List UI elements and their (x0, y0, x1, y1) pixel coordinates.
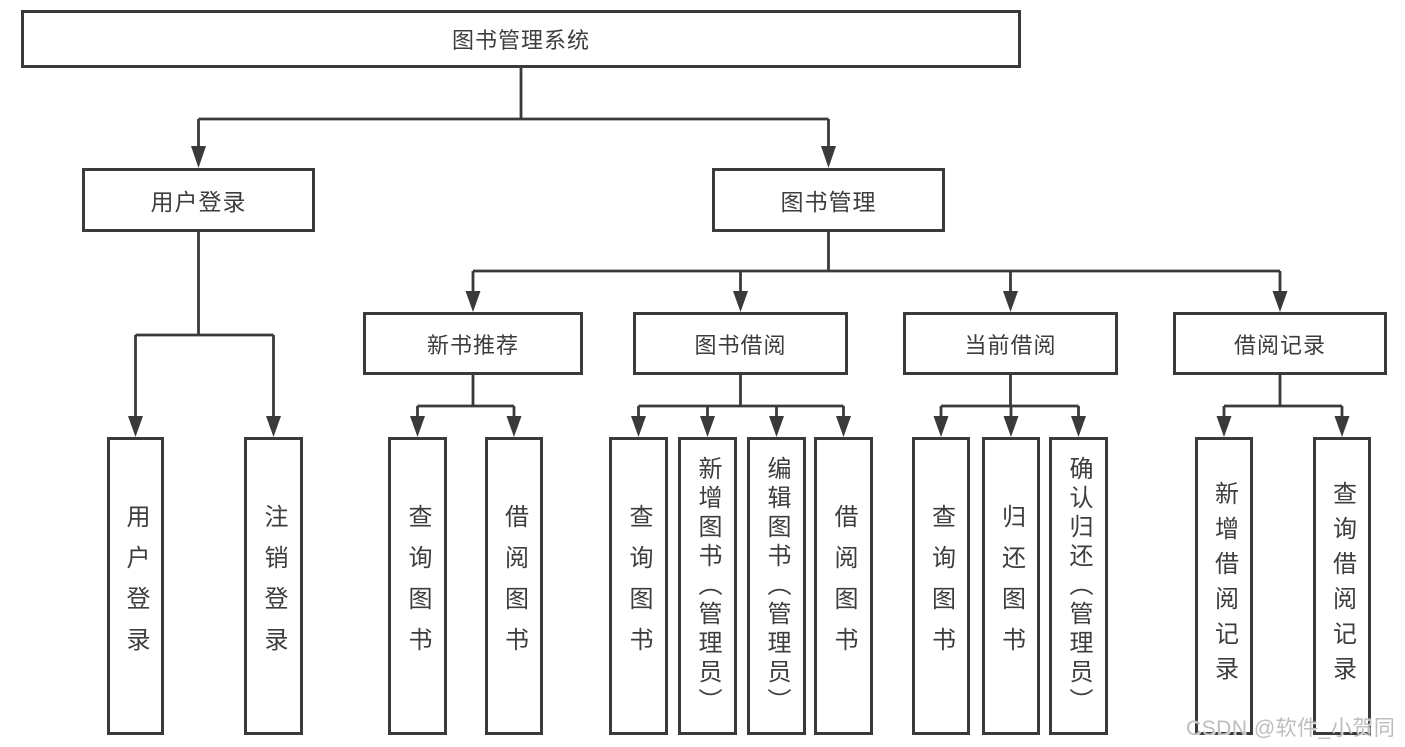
leaf-edit-book-admin: 编辑图书（管理员） (747, 437, 806, 735)
leaf-add-borrow-record: 新增借阅记录 (1195, 437, 1253, 735)
leaf-confirm-return-admin: 确认归还（管理员） (1049, 437, 1108, 735)
leaf-query-books-current: 查询图书 (912, 437, 970, 735)
node-book-borrow: 图书借阅 (633, 312, 848, 375)
leaf-query-books-recommend: 查询图书 (388, 437, 447, 735)
leaf-user-login: 用户登录 (107, 437, 164, 735)
node-book-management: 图书管理 (712, 168, 945, 232)
watermark: CSDN @软件_小贺同学 (1186, 717, 1396, 740)
node-new-book-recommend: 新书推荐 (363, 312, 583, 375)
node-library-system: 图书管理系统 (21, 10, 1021, 68)
leaf-query-books-borrow: 查询图书 (609, 437, 668, 735)
node-current-borrow: 当前借阅 (903, 312, 1118, 375)
node-user-login: 用户登录 (82, 168, 315, 232)
node-borrow-records: 借阅记录 (1173, 312, 1387, 375)
leaf-return-book: 归还图书 (982, 437, 1040, 735)
leaf-borrow-books: 借阅图书 (814, 437, 873, 735)
leaf-borrow-books-recommend: 借阅图书 (485, 437, 543, 735)
leaf-query-borrow-record: 查询借阅记录 (1313, 437, 1371, 735)
leaf-add-book-admin: 新增图书（管理员） (678, 437, 737, 735)
leaf-logout: 注销登录 (244, 437, 303, 735)
